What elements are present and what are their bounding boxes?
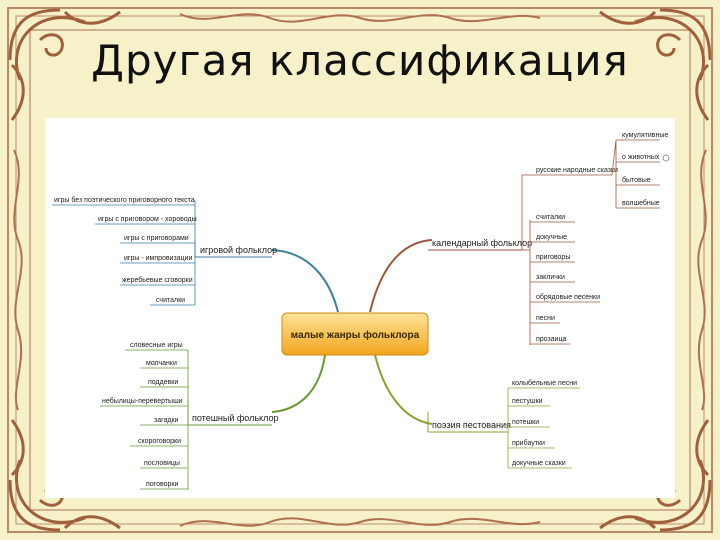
poteshny-item-3: небылицы-перевертыши [100, 397, 188, 407]
poteshny-item-label: пословицы [144, 460, 180, 467]
branch-label-igrovoy: игровой фольклор [200, 245, 277, 255]
poteshny-item-6: пословицы [140, 460, 188, 469]
igrovoy-item-2: игры с приговорами [120, 235, 195, 244]
poteshny-item-4: загадки [140, 417, 188, 426]
bottom-ornament [179, 517, 541, 527]
poteshny-item-label: скороговорки [138, 438, 181, 445]
igrovoy-item-label: игры с приговором - хороводы [98, 216, 197, 223]
kalendarny-item-7: прозаица [530, 336, 570, 345]
branch-label-poeziya: поэзия пестования [432, 420, 511, 430]
igrovoy-item-label: игры - импровизации [124, 255, 193, 262]
poeziya-item-1: пестушки [508, 398, 550, 407]
poeziya-item-2: потешки [508, 419, 550, 428]
igrovoy-item-label: игры с приговорами [124, 235, 189, 242]
poteshny-item-label: поддевки [148, 379, 178, 386]
poeziya-item-3: прибаутки [508, 439, 555, 449]
right-ornament [697, 149, 707, 411]
kalendarny-item-label: обрядовые песенки [536, 293, 600, 301]
igrovoy-item-3: игры - импровизации [120, 255, 195, 264]
poteshny-item-2: поддевки [140, 379, 188, 388]
poteshny-item-label: загадки [154, 417, 179, 424]
poteshny-item-7: поговорки [140, 481, 188, 490]
branch-label-kalendarny: календарный фольклор [432, 238, 532, 248]
kalendarny-item-5: обрядовые песенки [530, 293, 600, 303]
kalendarny-item-2: докучные [530, 234, 575, 243]
igrovoy-item-1: игры с приговором - хороводы [95, 216, 197, 225]
kalendarny-item-label: прозаица [536, 336, 567, 343]
poeziya-item-label: докучные сказки [512, 460, 566, 467]
kalendarny-item-0: русские народные сказки [522, 167, 618, 176]
skazki-subitem-label: о животных [622, 154, 660, 161]
kalendarny-item-4: заклички [530, 274, 575, 283]
kalendarny-item-1: считалки [530, 214, 575, 223]
poeziya-item-label: прибаутки [512, 439, 545, 447]
poeziya-item-label: потешки [512, 419, 539, 426]
igrovoy-item-label: считалки [156, 297, 185, 304]
skazki-subitem-2: бытовые [616, 176, 660, 186]
poteshny-item-1: молчанки [140, 360, 188, 369]
mindmap-panel [45, 118, 675, 498]
poteshny-item-label: поговорки [146, 481, 178, 488]
branch-node-igrovoy: игровой фольклор [194, 240, 277, 258]
poteshny-item-label: небылицы-перевертыши [102, 397, 183, 405]
poteshny-item-label: молчанки [146, 360, 177, 367]
poteshny-item-label: словесные игры [130, 342, 183, 349]
igrovoy-item-label: жеребьевые сговорки [122, 276, 193, 284]
branch-node-poeziya: поэзия пестования [427, 412, 511, 433]
poeziya-item-label: колыбельные песни [512, 379, 577, 387]
kalendarny-item-label: докучные [536, 234, 567, 241]
kalendarny-item-6: песни [530, 315, 560, 324]
poteshny-item-0: словесные игры [125, 342, 188, 351]
branch-node-kalendarny: календарный фольклор [428, 238, 532, 251]
branch-node-poteshny: потешный фольклор [187, 400, 278, 426]
skazki-subitem-0: кумулятивные [616, 132, 668, 141]
corner-ornament-bottom-left [8, 419, 121, 532]
skazki-subitem-label: бытовые [622, 176, 651, 184]
kalendarny-item-label: заклички [536, 274, 565, 281]
skazki-subitem-label: кумулятивные [622, 132, 668, 139]
branch-label-poteshny: потешный фольклор [192, 413, 278, 423]
left-ornament [13, 149, 23, 411]
connector-poteshny [271, 354, 326, 413]
expand-icon[interactable] [662, 154, 670, 162]
slide-title: Другая классификация [91, 36, 629, 85]
igrovoy-item-label: игры без поэтического приговорного текст… [54, 196, 195, 204]
skazki-subitem-3: волшебные [616, 199, 660, 209]
poeziya-item-4: докучные сказки [508, 460, 572, 469]
kalendarny-item-3: приговоры [530, 254, 575, 263]
igrovoy-item-0: игры без поэтического приговорного текст… [52, 196, 195, 206]
skazki-subitem-1: о животных [616, 154, 670, 163]
connector-kalendarny [369, 239, 433, 313]
poeziya-item-0: колыбельные песни [508, 379, 580, 389]
center-node-label: малые жанры фольклора [291, 329, 420, 341]
kalendarny-item-label: считалки [536, 214, 565, 221]
center-node [281, 312, 429, 356]
connector-igrovoy [271, 249, 339, 313]
igrovoy-item-5: считалки [150, 297, 195, 306]
top-ornament [179, 13, 541, 23]
poteshny-item-5: скороговорки [130, 438, 188, 447]
kalendarny-item-label: русские народные сказки [536, 167, 618, 174]
poeziya-item-label: пестушки [512, 398, 543, 405]
skazki-subitem-label: волшебные [622, 199, 660, 207]
igrovoy-item-4: жеребьевые сговорки [120, 276, 195, 286]
kalendarny-item-label: приговоры [536, 254, 570, 261]
corner-ornament-top-left [8, 8, 121, 121]
kalendarny-item-label: песни [536, 315, 555, 322]
corner-ornament-top-right [599, 8, 712, 121]
connector-poeziya [374, 354, 433, 425]
